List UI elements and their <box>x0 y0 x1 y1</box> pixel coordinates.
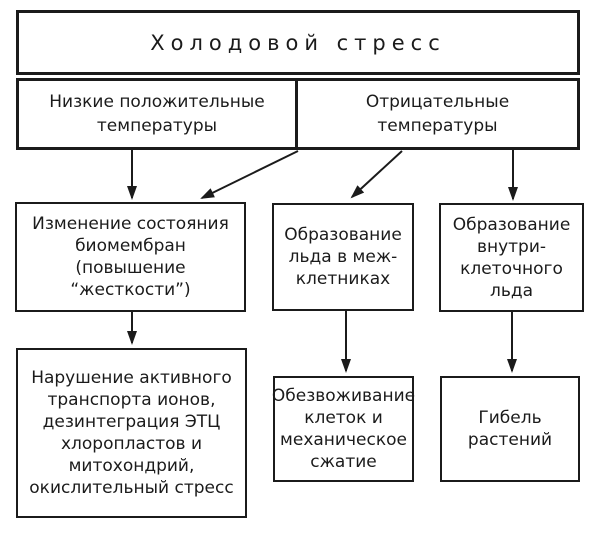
node-cell-dehydration: Обезвоживание клеток и механическое сжат… <box>272 376 415 482</box>
node-cold-stress-title: Холодовой стресс <box>16 10 580 75</box>
arrow-negative-temp-to-intercellular-ice <box>350 150 403 199</box>
node-biomembrane-state-change: Изменение состояния биомембран (повышени… <box>15 202 246 312</box>
node-negative-temperatures: Отрицательные температуры <box>295 78 580 150</box>
node-intercellular-ice-formation: Образование льда в меж- клетниках <box>272 203 414 311</box>
arrow-negative-temp-to-membrane <box>200 150 299 199</box>
node-low-positive-temperatures: Низкие положительные температуры <box>16 78 298 150</box>
node-plant-death: Гибель растений <box>440 376 580 482</box>
node-ion-transport-disruption: Нарушение активного транспорта ионов, де… <box>16 348 247 518</box>
node-intracellular-ice-formation: Образование внутри- клеточного льда <box>439 203 584 312</box>
